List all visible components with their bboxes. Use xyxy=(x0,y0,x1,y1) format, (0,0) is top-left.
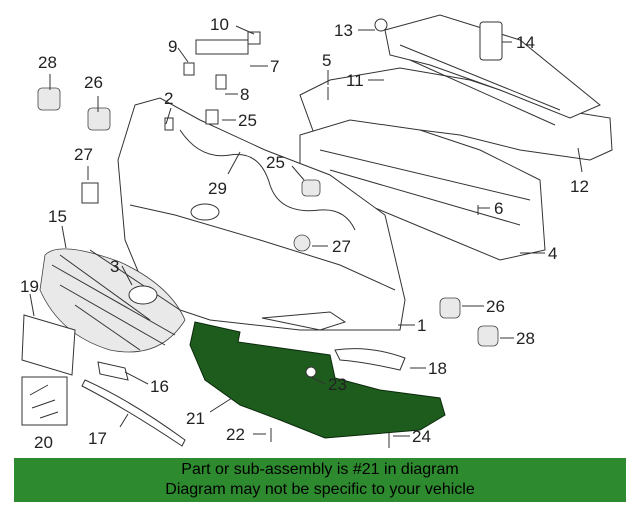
callout-12: 12 xyxy=(570,177,589,196)
callout-24: 24 xyxy=(412,427,431,446)
callout-17: 17 xyxy=(88,429,107,448)
leader-lines xyxy=(29,25,583,437)
callout-13: 13 xyxy=(334,21,353,40)
callout-16: 16 xyxy=(150,377,169,396)
license-plate-bracket xyxy=(21,314,76,376)
callout-25-upper: 25 xyxy=(238,111,257,130)
callout-4: 4 xyxy=(548,244,557,263)
callout-14: 14 xyxy=(516,33,535,52)
callout-18: 18 xyxy=(428,359,447,378)
callout-2: 2 xyxy=(164,89,173,108)
callout-27-center: 27 xyxy=(332,237,351,256)
callout-26-left: 26 xyxy=(84,73,103,92)
bumper-reinforcement xyxy=(299,14,613,161)
callout-9: 9 xyxy=(168,37,177,56)
callout-25-lower: 25 xyxy=(266,153,285,172)
callout-22: 22 xyxy=(226,425,245,444)
grille xyxy=(39,248,186,353)
emblem xyxy=(128,285,158,305)
callout-21: 21 xyxy=(186,409,205,428)
callout-1: 1 xyxy=(417,316,426,335)
callout-26-right: 26 xyxy=(486,297,505,316)
bumper-cover xyxy=(117,97,406,331)
callout-6: 6 xyxy=(494,199,503,218)
callout-5: 5 xyxy=(322,51,331,70)
banner-line-1: Part or sub-assembly is #21 in diagram xyxy=(181,461,459,478)
callout-20: 20 xyxy=(34,433,53,452)
callout-27-left: 27 xyxy=(74,145,93,164)
callout-10: 10 xyxy=(210,15,229,34)
banner-line-2: Diagram may not be specific to your vehi… xyxy=(165,481,475,498)
lower-molding xyxy=(81,379,186,447)
bracket-16 xyxy=(97,361,129,381)
callout-8: 8 xyxy=(240,85,249,104)
callout-15: 15 xyxy=(48,207,67,226)
info-banner: Part or sub-assembly is #21 in diagram D… xyxy=(14,458,626,502)
callout-28-right: 28 xyxy=(516,329,535,348)
wiring-harness xyxy=(179,129,356,231)
bracket-14 xyxy=(479,21,503,61)
callout-23: 23 xyxy=(328,375,347,394)
callout-11: 11 xyxy=(346,71,364,90)
fog-lamp-trim xyxy=(334,348,406,371)
callout-28-left: 28 xyxy=(38,53,57,72)
callout-7: 7 xyxy=(270,57,279,76)
energy-absorber xyxy=(299,119,546,261)
callout-29: 29 xyxy=(208,179,227,198)
callout-19: 19 xyxy=(20,277,39,296)
hardware-kit xyxy=(21,376,68,426)
callout-labels: 1 2 3 4 5 6 7 8 9 10 11 12 13 14 15 16 1… xyxy=(20,15,589,452)
parts-diagram: 1 2 3 4 5 6 7 8 9 10 11 12 13 14 15 16 1… xyxy=(20,14,613,452)
callout-3: 3 xyxy=(110,257,119,276)
